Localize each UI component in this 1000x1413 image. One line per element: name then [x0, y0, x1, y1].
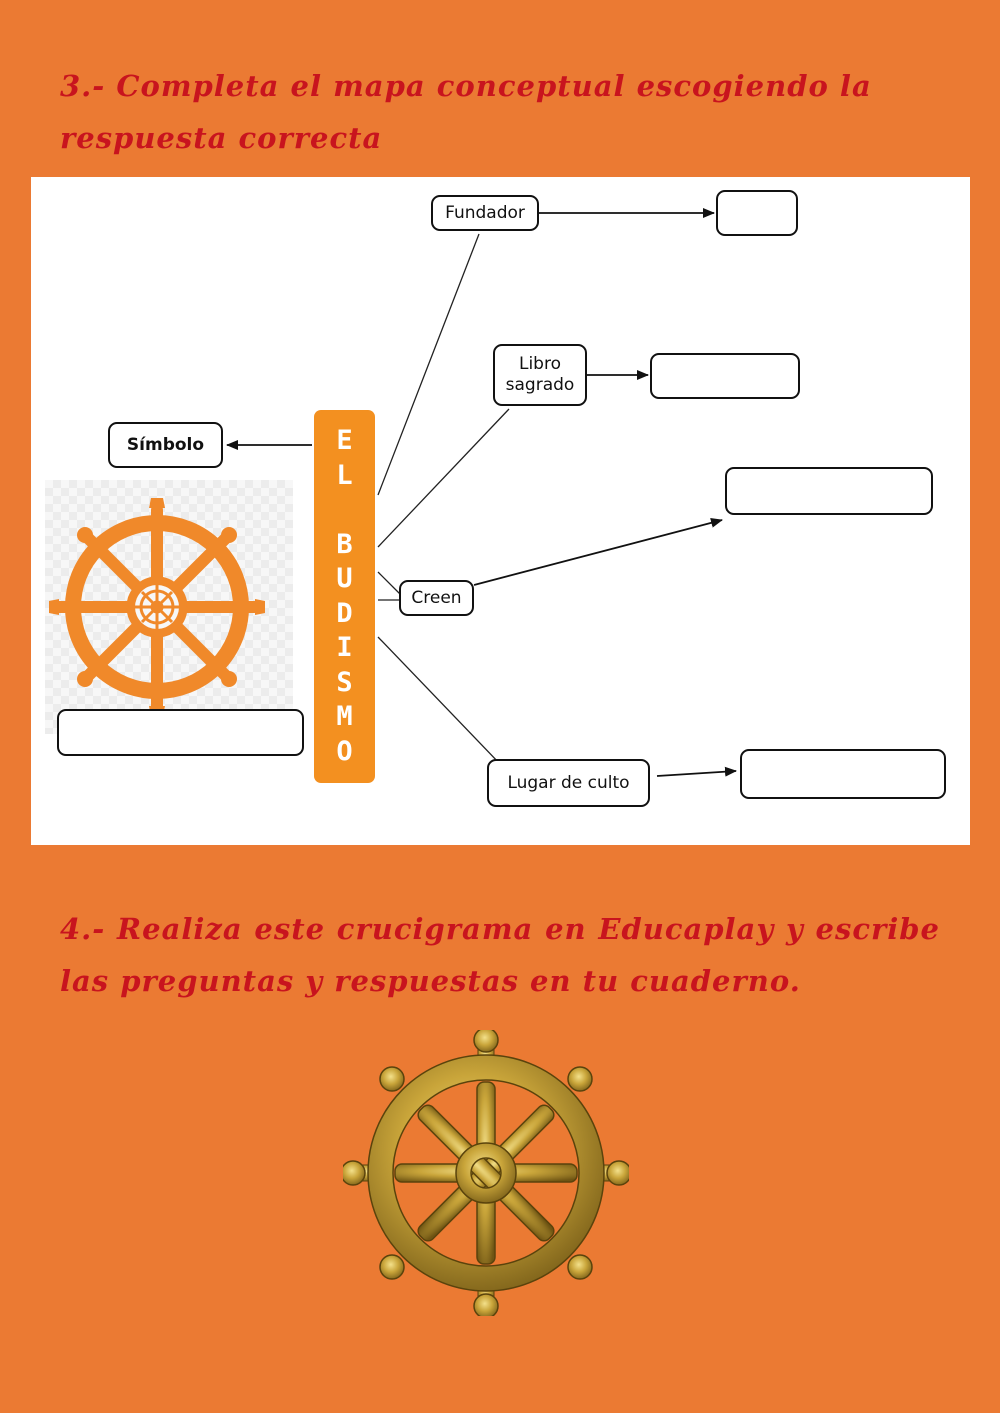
libro-sagrado-node: Libro sagrado [493, 344, 587, 406]
creen-answer-box[interactable] [725, 467, 933, 515]
central-letter: B [336, 528, 353, 560]
central-letter: S [336, 666, 353, 698]
central-letter: U [336, 563, 353, 594]
central-letter: L [336, 459, 353, 491]
symbol-image-background [45, 480, 293, 734]
central-letter: M [336, 701, 353, 732]
dharma-wheel-icon [49, 498, 265, 716]
section-4-heading: 4.- Realiza este crucigrama en Educaplay… [60, 912, 940, 998]
creen-node: Creen [399, 580, 474, 616]
section-3-heading: 3.- Completa el mapa conceptual escogien… [60, 69, 872, 155]
central-letter: D [336, 597, 353, 629]
libro-label-line1: Libro [518, 354, 561, 374]
lugar-answer-box[interactable] [740, 749, 946, 799]
simbolo-answer-box[interactable] [57, 709, 304, 756]
central-letter: I [336, 632, 353, 663]
libro-label-line2: sagrado [505, 375, 575, 395]
fundador-node: Fundador [431, 195, 539, 231]
lugar-de-culto-node: Lugar de culto [487, 759, 650, 807]
concept-map: Fundador Libro sagrado Creen Lugar de cu… [31, 177, 970, 845]
libro-answer-box[interactable] [650, 353, 800, 399]
central-letter: E [336, 425, 353, 456]
fundador-answer-box[interactable] [716, 190, 798, 236]
gold-dharma-wheel-icon [343, 1030, 629, 1316]
central-letter: O [336, 735, 353, 767]
simbolo-node: Símbolo [108, 422, 223, 468]
connector-lines [226, 208, 737, 777]
